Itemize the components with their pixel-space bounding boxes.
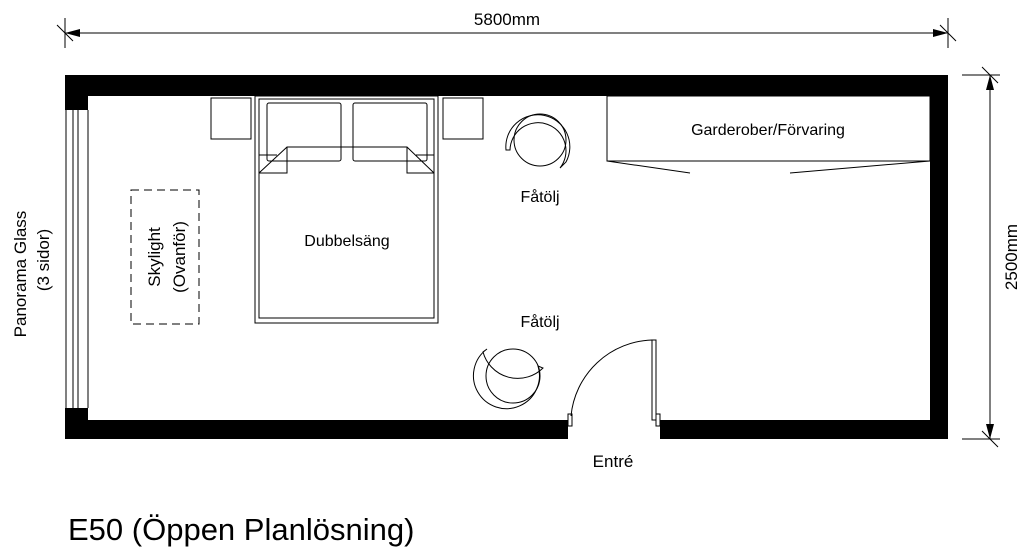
glass-label-1: Panorama Glass [11, 211, 30, 338]
nightstand-left [210, 97, 252, 140]
height-dimension: 2500mm [962, 66, 1021, 448]
panorama-glass [65, 110, 89, 408]
width-label: 5800mm [474, 10, 540, 29]
walls [65, 75, 948, 439]
skylight-label-1: Skylight [145, 227, 164, 287]
wardrobe: Garderober/Förvaring [606, 95, 931, 174]
nightstand-right [442, 97, 484, 140]
skylight-outline [130, 189, 200, 325]
bed-label: Dubbelsäng [304, 233, 389, 250]
entrance-door[interactable] [567, 339, 661, 439]
skylight-label-2: (Ovanför) [170, 221, 189, 293]
armchair-top [505, 113, 571, 169]
plan-title: E50 (Öppen Planlösning) [68, 512, 414, 547]
chair-bottom-label: Fåtölj [520, 313, 559, 331]
height-label: 2500mm [1002, 224, 1021, 290]
armchair-bottom [472, 348, 544, 410]
wardrobe-label: Garderober/Förvaring [691, 122, 845, 139]
glass-label-2: (3 sidor) [34, 229, 53, 291]
entrance-label: Entré [593, 452, 634, 471]
width-dimension: 5800mm [56, 10, 957, 48]
chair-top-label: Fåtölj [520, 188, 559, 206]
double-bed: Dubbelsäng [254, 95, 439, 324]
pillow [266, 102, 342, 162]
pillow [352, 102, 428, 162]
